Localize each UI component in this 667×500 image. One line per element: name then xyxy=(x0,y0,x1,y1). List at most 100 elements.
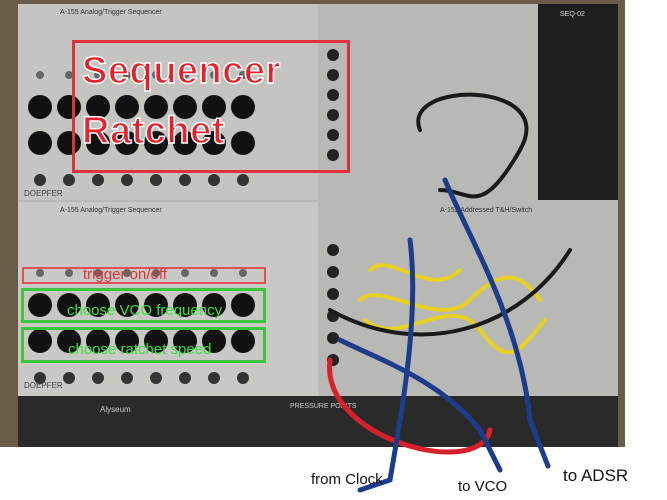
jack xyxy=(237,174,249,186)
ratchet-speed-box xyxy=(21,327,266,363)
jack xyxy=(121,174,133,186)
jack xyxy=(327,109,339,121)
knob xyxy=(86,329,110,353)
from-clock-label: from Clock xyxy=(311,471,383,488)
to-adsr-label: to ADSR xyxy=(563,466,629,485)
black-cable xyxy=(416,92,529,199)
knob xyxy=(231,329,255,353)
module-label: A-152 Addressed T&H/Switch xyxy=(440,207,532,214)
module-label: SEQ-02 xyxy=(560,11,585,18)
jack xyxy=(150,174,162,186)
knob xyxy=(57,131,81,155)
jack xyxy=(208,372,220,384)
title-line1: Sequencer xyxy=(81,49,281,93)
jack xyxy=(34,372,46,384)
to-vco-label: to VCO xyxy=(458,478,508,495)
blue-cable-to-adsr xyxy=(442,177,551,469)
knob xyxy=(202,95,226,119)
knob xyxy=(173,293,197,317)
knob xyxy=(28,95,52,119)
jack xyxy=(327,266,339,278)
knob xyxy=(115,329,139,353)
toggle-switch xyxy=(36,71,44,79)
knob xyxy=(231,95,255,119)
module-label: PRESSURE POINTS xyxy=(290,403,357,410)
title-line2: Ratchet xyxy=(81,109,225,153)
module-label: A-155 Analog/Trigger Sequencer xyxy=(60,207,162,214)
jack xyxy=(327,332,339,344)
jack xyxy=(179,174,191,186)
toggle-switch xyxy=(210,71,218,79)
knob xyxy=(57,329,81,353)
patch-cables xyxy=(327,92,572,493)
knob xyxy=(28,329,52,353)
jack xyxy=(150,372,162,384)
toggle-switch xyxy=(181,71,189,79)
jack xyxy=(327,288,339,300)
jack xyxy=(63,372,75,384)
ratchet-speed-label: choose ratchet speed xyxy=(68,341,212,358)
jack xyxy=(179,372,191,384)
knob xyxy=(115,293,139,317)
module-label: DOEPFER xyxy=(24,189,63,198)
module-label: A-155 Analog/Trigger Sequencer xyxy=(60,9,162,16)
knob xyxy=(28,131,52,155)
toggle-switch xyxy=(94,269,102,277)
knob-group xyxy=(28,49,339,384)
trigger-box xyxy=(22,267,266,284)
knob xyxy=(86,131,110,155)
jack xyxy=(92,372,104,384)
toggle-switch xyxy=(36,269,44,277)
knob xyxy=(86,95,110,119)
knob xyxy=(173,131,197,155)
knob xyxy=(173,329,197,353)
knob xyxy=(57,95,81,119)
toggle-switch xyxy=(94,71,102,79)
knob xyxy=(86,293,110,317)
knob xyxy=(144,95,168,119)
toggle-switch xyxy=(65,71,73,79)
jack xyxy=(92,174,104,186)
vco-frequency-label: choose VCO frequency xyxy=(67,302,223,319)
yellow-cable xyxy=(358,275,542,312)
jack xyxy=(327,89,339,101)
toggle-switch xyxy=(210,269,218,277)
knob xyxy=(115,131,139,155)
toggle-switch xyxy=(152,269,160,277)
knob xyxy=(231,293,255,317)
blue-cable-from-clock xyxy=(357,237,416,493)
module-label: Alyseum xyxy=(100,405,131,414)
knob xyxy=(57,293,81,317)
module-label: DOEPFER xyxy=(24,381,63,390)
knob xyxy=(144,131,168,155)
blue-cable-to-vco xyxy=(337,337,503,473)
jack xyxy=(327,244,339,256)
knob xyxy=(202,329,226,353)
jack xyxy=(327,149,339,161)
toggle-switch xyxy=(65,269,73,277)
jack xyxy=(208,174,220,186)
jack xyxy=(121,372,133,384)
toggle-switch xyxy=(123,269,131,277)
toggle-switch xyxy=(239,269,247,277)
trigger-label: trigger on/off xyxy=(83,266,167,283)
bottom-row-modules xyxy=(18,396,618,447)
toggle-switch xyxy=(239,71,247,79)
knob xyxy=(173,95,197,119)
jack xyxy=(34,174,46,186)
jack xyxy=(327,69,339,81)
jack xyxy=(327,129,339,141)
sequencer-ratchet-box xyxy=(72,40,350,173)
knob xyxy=(144,329,168,353)
red-cable xyxy=(327,357,493,455)
knob xyxy=(202,293,226,317)
knob xyxy=(115,95,139,119)
knob xyxy=(28,293,52,317)
jack xyxy=(327,49,339,61)
jack xyxy=(237,372,249,384)
vco-frequency-box xyxy=(21,288,266,323)
jack xyxy=(63,174,75,186)
toggle-switch xyxy=(152,71,160,79)
knob xyxy=(202,131,226,155)
